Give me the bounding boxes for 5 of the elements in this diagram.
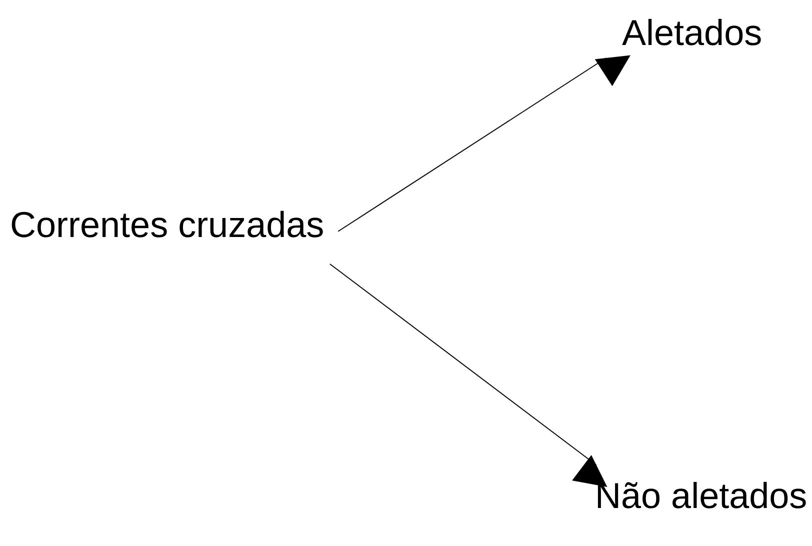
arrow — [329, 264, 608, 488]
node-label: Aletados — [622, 12, 762, 53]
arrow — [338, 55, 630, 232]
node-label: Não aletados — [595, 475, 808, 516]
node-label: Correntes cruzadas — [10, 204, 324, 245]
